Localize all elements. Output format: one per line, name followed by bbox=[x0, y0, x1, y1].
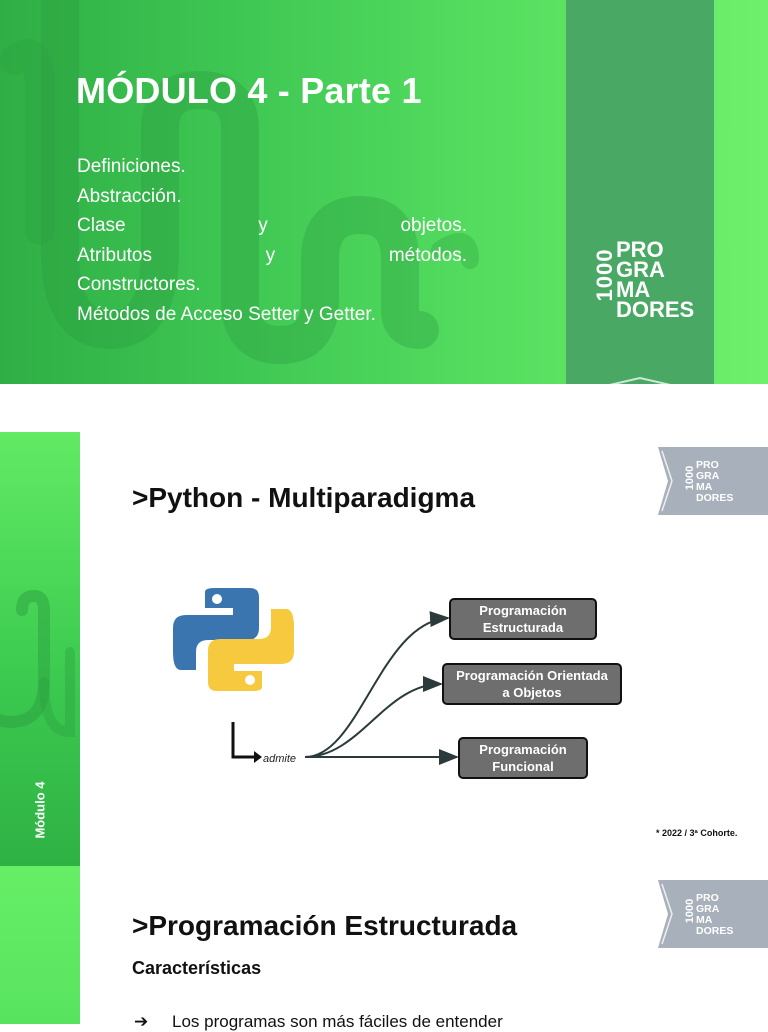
topic-text: y bbox=[258, 215, 268, 236]
brand-tag: 1000 PRO GRA MA DORES bbox=[658, 447, 768, 515]
tag-words: PRO GRA MA DORES bbox=[696, 892, 734, 937]
topic-text: Constructores. bbox=[77, 274, 201, 295]
bullet-text: Los programas son más fáciles de entende… bbox=[172, 1012, 503, 1031]
connector-line bbox=[231, 722, 255, 759]
topic-text: Métodos de Acceso Setter y Getter. bbox=[77, 303, 376, 325]
slide-title: MÓDULO 4 - Parte 1 bbox=[76, 70, 422, 111]
logo-number: 1000 bbox=[592, 248, 617, 302]
slide-sidebar: Módulo 4 bbox=[0, 432, 80, 866]
node-functional: Programación Funcional bbox=[458, 737, 588, 779]
slide-subheading: Características bbox=[132, 958, 262, 978]
logo-ribbon bbox=[566, 0, 714, 384]
topic-item: Atributos y métodos. bbox=[77, 241, 467, 271]
topic-text: y bbox=[265, 244, 276, 266]
node-oop: Programación Orientada a Objetos bbox=[442, 663, 622, 705]
tag-words: PRO GRA MA DORES bbox=[696, 459, 734, 504]
svg-text:Programación: Programación bbox=[479, 742, 566, 757]
svg-text:Funcional: Funcional bbox=[492, 759, 553, 774]
snake-decoration bbox=[0, 0, 479, 365]
topic-text: métodos. bbox=[388, 244, 467, 266]
topic-list: Definiciones. Abstracción. Clase y objet… bbox=[77, 152, 467, 329]
edge-to-oop bbox=[304, 676, 443, 758]
tag-shape bbox=[658, 880, 768, 948]
slide-heading: >Python - Multiparadigma bbox=[132, 482, 476, 513]
slide-sidebar bbox=[0, 866, 80, 1024]
connector-arrowhead bbox=[254, 751, 262, 763]
topic-item: Métodos de Acceso Setter y Getter. bbox=[77, 300, 467, 330]
sidebar-snake-decoration bbox=[0, 589, 75, 738]
tag-number: 1000 bbox=[684, 898, 696, 924]
topic-text: Abstracción. bbox=[77, 185, 182, 207]
topic-text: Clase bbox=[77, 215, 126, 236]
svg-text:Programación: Programación bbox=[479, 603, 566, 618]
title-slide: MÓDULO 4 - Parte 1 Definiciones. Abstrac… bbox=[0, 0, 768, 384]
node-structured: Programación Estructurada bbox=[449, 598, 597, 640]
topic-text: Definiciones. bbox=[77, 156, 186, 177]
edge-label: admite bbox=[263, 753, 296, 765]
topic-text: Atributos bbox=[77, 244, 152, 266]
python-multiparadigm-slide: Módulo 4 1000 PRO GRA MA DORES >Python -… bbox=[0, 432, 768, 866]
svg-text:a Objetos: a Objetos bbox=[502, 685, 561, 700]
topic-item: Abstracción. bbox=[77, 182, 467, 212]
brand-logo: 1000 PRO GRA MA DORES bbox=[588, 238, 708, 328]
brand-tag: 1000 PRO GRA MA DORES bbox=[658, 880, 768, 948]
python-logo-icon bbox=[173, 588, 294, 691]
topic-item: Constructores. bbox=[77, 270, 467, 300]
svg-text:Estructurada: Estructurada bbox=[483, 620, 564, 635]
slide-heading: >Programación Estructurada bbox=[132, 910, 518, 941]
topic-item: Definiciones. bbox=[77, 152, 467, 182]
arrow-bullet-icon: ➔ bbox=[134, 1012, 149, 1031]
bullet-item: ➔ Los programas son más fáciles de entend… bbox=[134, 1012, 503, 1032]
paradigm-diagram: admite Programación Estructurada Program… bbox=[173, 588, 622, 779]
svg-text:Programación Orientada: Programación Orientada bbox=[456, 668, 608, 683]
topic-text: objetos. bbox=[400, 215, 467, 236]
edge-to-structured bbox=[304, 611, 450, 758]
footnote: * 2022 / 3ª Cohorte. bbox=[656, 828, 738, 838]
logo-words: PRO GRA MA DORES bbox=[616, 237, 695, 322]
topic-item: Clase y objetos. bbox=[77, 211, 467, 241]
tag-shape bbox=[658, 447, 768, 515]
structured-programming-slide: 1000 PRO GRA MA DORES >Programación Estr… bbox=[0, 866, 768, 1031]
